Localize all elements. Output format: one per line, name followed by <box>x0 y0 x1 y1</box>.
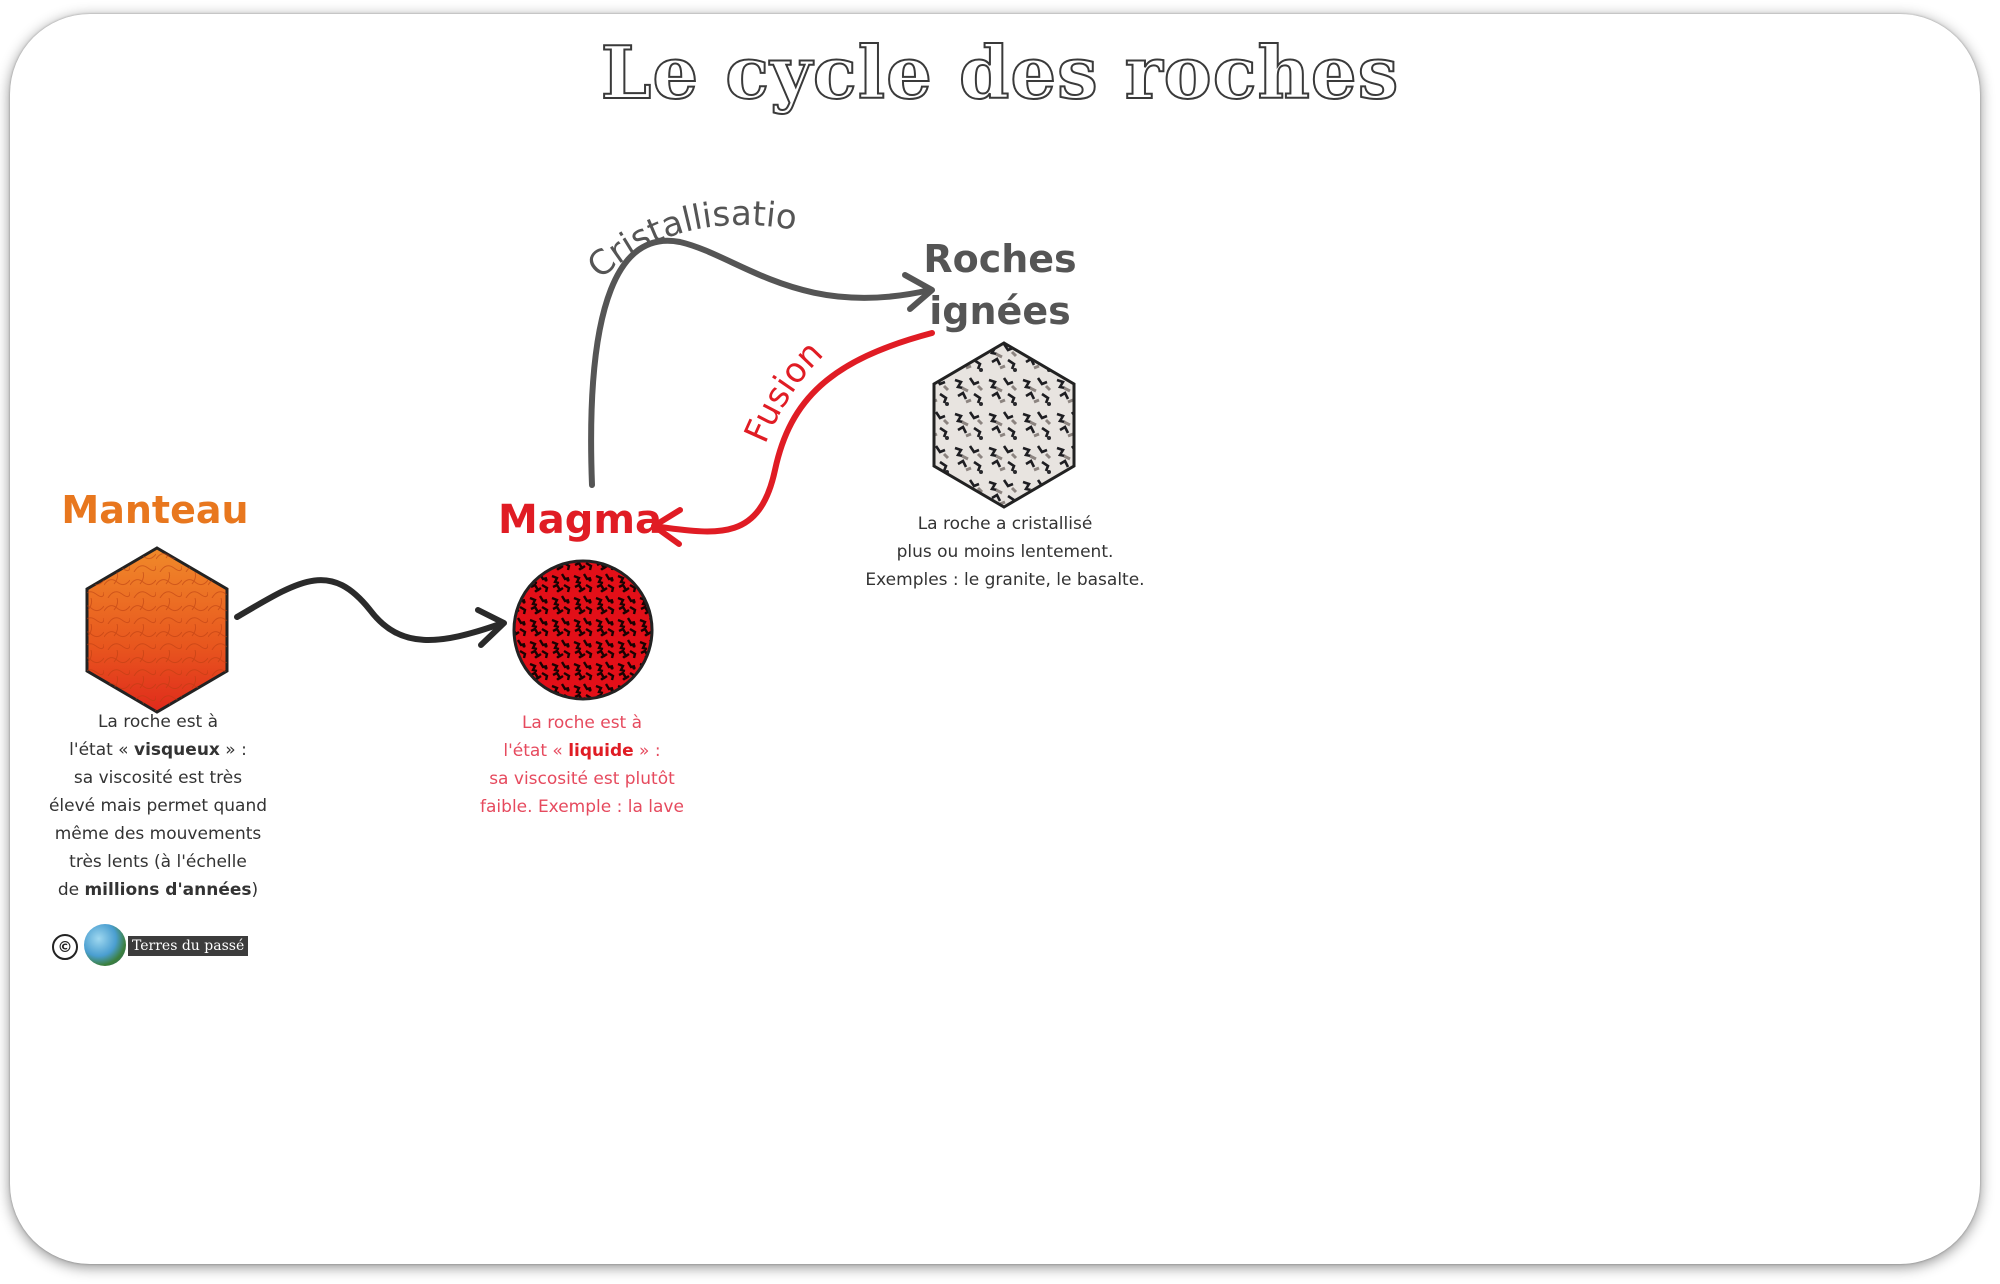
page-title: Le cycle des roches <box>600 29 1400 116</box>
globe-icon <box>84 924 126 966</box>
manteau-desc-line: même des mouvements <box>54 824 262 844</box>
manteau-desc-line: La roche est à <box>97 712 219 732</box>
roches-ignees-hexagon <box>932 341 1076 509</box>
roches-desc-line: La roche a cristallisé <box>917 514 1093 534</box>
magma-desc-line: faible. Exemple : la lave <box>480 797 684 817</box>
arrow-cristallisation <box>588 237 933 488</box>
roches-desc-line: Exemples : le granite, le basalte. <box>865 570 1145 590</box>
manteau-desc-line: de millions d'années) <box>57 880 259 900</box>
manteau-desc-line: élevé mais permet quand <box>48 796 268 816</box>
manteau-label: Manteau <box>61 488 249 532</box>
arrowhead-manteau-to-magma <box>475 607 507 648</box>
roches-ignees-label: Roches ignées <box>880 233 1120 337</box>
roches-ignees-label-line1: Roches <box>923 237 1077 281</box>
magma-desc-line: sa viscosité est plutôt <box>489 769 675 789</box>
magma-desc-line: La roche est à <box>521 713 643 733</box>
magma-label: Magma <box>497 497 663 543</box>
arrowhead-fusion <box>651 507 683 547</box>
roches-desc-line: plus ou moins lentement. <box>896 542 1114 562</box>
arrow-manteau-to-magma <box>234 577 503 643</box>
arrow-fusion <box>657 330 935 535</box>
magma-circle <box>512 559 654 701</box>
card-background <box>10 14 1980 1264</box>
manteau-desc-line: sa viscosité est très <box>73 768 243 788</box>
roches-ignees-label-line2: ignées <box>929 289 1071 333</box>
roches-ignees-description: La roche a cristallisé plus ou moins len… <box>840 510 1170 594</box>
arrowhead-cristallisation <box>902 272 935 312</box>
manteau-description: La roche est à l'état « visqueux » : sa … <box>40 708 276 904</box>
manteau-desc-line: très lents (à l'échelle <box>69 852 247 872</box>
magma-description: La roche est à l'état « liquide » : sa v… <box>452 709 712 821</box>
brand-name: Terres du passé <box>128 936 249 956</box>
copyright-icon: © <box>52 934 78 960</box>
manteau-desc-line: l'état « visqueux » : <box>69 740 247 760</box>
magma-desc-line: l'état « liquide » : <box>503 741 661 761</box>
